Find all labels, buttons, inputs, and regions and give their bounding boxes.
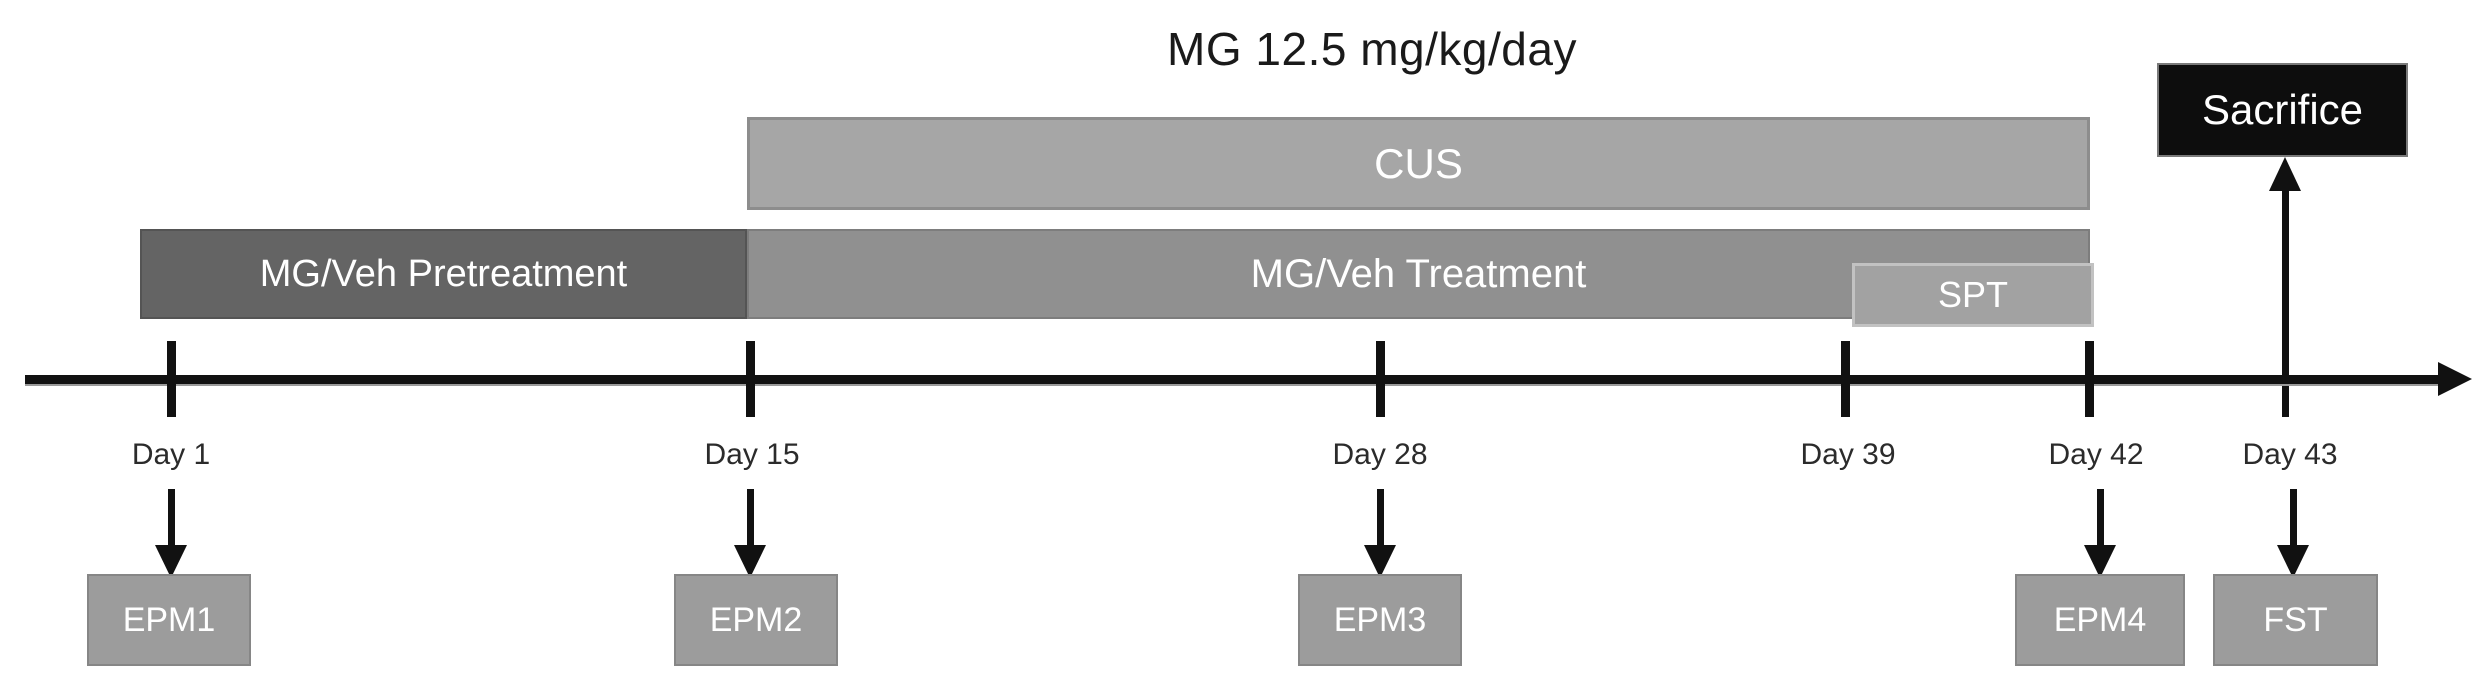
sacrifice-up-arrow-icon <box>2282 186 2289 417</box>
epm4-label: EPM4 <box>2053 600 2147 639</box>
epm2-down-arrow-icon <box>747 489 754 546</box>
epm4-box: EPM4 <box>2015 574 2185 666</box>
day-label-1: Day 1 <box>131 438 211 471</box>
epm4-down-arrow-icon <box>2097 489 2104 546</box>
pretreatment-bar: MG/Veh Pretreatment <box>140 229 747 319</box>
tick-day-1 <box>167 341 176 417</box>
day-label-43: Day 43 <box>2242 438 2338 471</box>
cus-bar-label: CUS <box>1374 139 1463 187</box>
epm3-box: EPM3 <box>1298 574 1462 666</box>
sacrifice-box: Sacrifice <box>2157 63 2408 157</box>
fst-label: FST <box>2263 600 2328 639</box>
timeline-axis <box>25 375 2445 384</box>
day-label-42: Day 42 <box>2048 438 2144 471</box>
epm1-down-arrow-icon <box>168 489 175 546</box>
tick-day-28 <box>1376 341 1385 417</box>
epm4-down-arrowhead-icon <box>2084 545 2116 578</box>
epm2-box: EPM2 <box>674 574 838 666</box>
dose-title: MG 12.5 mg/kg/day <box>1167 23 1577 75</box>
tick-day-42 <box>2085 341 2094 417</box>
fst-down-arrowhead-icon <box>2277 545 2309 578</box>
epm2-down-arrowhead-icon <box>734 545 766 578</box>
tick-day-39 <box>1841 341 1850 417</box>
day-label-15: Day 15 <box>704 438 800 471</box>
sacrifice-label: Sacrifice <box>2201 86 2364 133</box>
fst-down-arrow-icon <box>2290 489 2297 546</box>
treatment-bar-label: MG/Veh Treatment <box>1250 251 1587 296</box>
day-label-39: Day 39 <box>1800 438 1896 471</box>
epm1-box: EPM1 <box>87 574 251 666</box>
sacrifice-up-arrowhead-icon <box>2269 157 2301 191</box>
cus-bar: CUS <box>747 117 2090 210</box>
timeline-arrowhead-icon <box>2438 362 2472 396</box>
epm3-down-arrowhead-icon <box>1364 545 1396 578</box>
epm3-down-arrow-icon <box>1377 489 1384 546</box>
fst-box: FST <box>2213 574 2378 666</box>
pretreatment-bar-label: MG/Veh Pretreatment <box>259 252 628 295</box>
epm2-label: EPM2 <box>709 600 803 639</box>
tick-day-15 <box>746 341 755 417</box>
epm3-label: EPM3 <box>1333 600 1427 639</box>
day-label-28: Day 28 <box>1332 438 1428 471</box>
epm1-label: EPM1 <box>122 600 216 639</box>
spt-bar: SPT <box>1852 263 2094 327</box>
epm1-down-arrowhead-icon <box>155 545 187 578</box>
spt-bar-label: SPT <box>1937 274 2008 315</box>
